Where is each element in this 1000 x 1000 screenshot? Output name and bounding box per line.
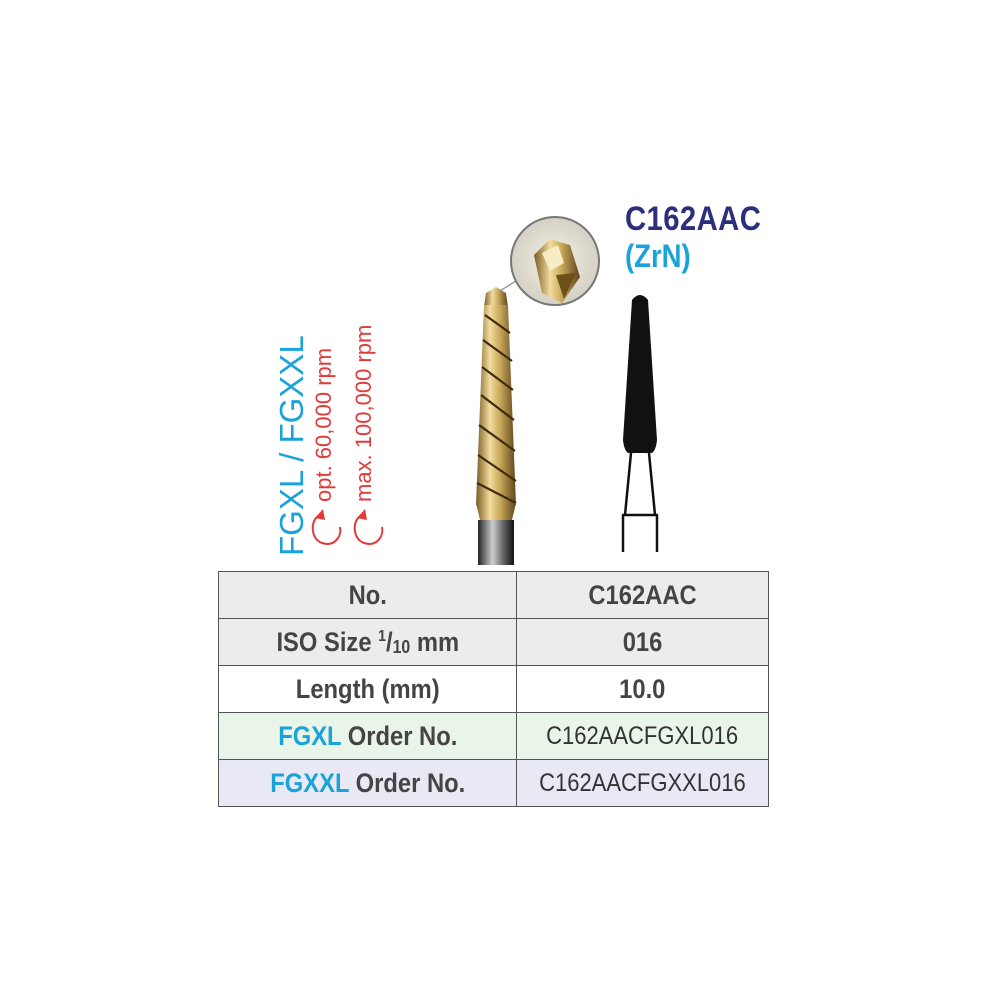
iso-label-cell: ISO Size 1/10 mm — [218, 618, 517, 666]
iso-value-cell: 016 — [516, 618, 769, 666]
iso-label-unit: mm — [409, 626, 459, 657]
no-value: C162AAC — [588, 579, 697, 610]
table-row: Length (mm) 10.0 — [218, 665, 769, 713]
fgxxl-order-label: Order No. — [348, 767, 465, 798]
length-label: Length (mm) — [295, 673, 440, 704]
coating-label: (ZrN) — [625, 238, 691, 274]
fgxl-label-cell: FGXL Order No. — [218, 712, 517, 760]
iso-value: 016 — [622, 626, 663, 657]
iso-label-slash: / — [385, 626, 393, 657]
iso-label-numerator: 1 — [377, 627, 386, 645]
rotation-arrow-icon — [353, 509, 384, 545]
bur-schematic-icon — [621, 295, 659, 552]
no-label: No. — [348, 579, 387, 610]
fgxl-value-cell: C162AACFGXL016 — [516, 712, 769, 760]
table-row: ISO Size 1/10 mm 016 — [218, 618, 769, 666]
no-value-cell: C162AAC — [516, 571, 769, 619]
optimal-speed-label: opt. 60,000 rpm — [311, 347, 336, 502]
gold-bur-illustration — [476, 216, 600, 565]
fgxxl-value-cell: C162AACFGXXL016 — [516, 759, 769, 807]
rotation-arrow-icon — [311, 509, 342, 545]
table-row: FGXL Order No. C162AACFGXL016 — [218, 712, 769, 760]
specification-table: No. C162AAC ISO Size 1/10 mm 016 Length … — [218, 571, 769, 807]
max-speed-label: max. 100,000 rpm — [351, 324, 376, 502]
table-row: No. C162AAC — [218, 571, 769, 619]
fgxl-prefix: FGXL — [277, 720, 341, 751]
iso-label-denominator: 10 — [392, 636, 410, 657]
length-value: 10.0 — [619, 673, 666, 704]
length-value-cell: 10.0 — [516, 665, 769, 713]
length-label-cell: Length (mm) — [218, 665, 517, 713]
fgxl-order-label: Order No. — [340, 720, 458, 751]
fgxxl-prefix: FGXXL — [270, 767, 349, 798]
iso-label: ISO Size — [276, 626, 378, 657]
product-code-title: C162AAC — [625, 200, 762, 238]
fgxxl-label-cell: FGXXL Order No. — [218, 759, 517, 807]
no-label-cell: No. — [218, 571, 517, 619]
fgxl-order-number: C162AACFGXL016 — [546, 721, 739, 750]
table-row: FGXXL Order No. C162AACFGXXL016 — [218, 759, 769, 807]
fgxxl-order-number: C162AACFGXXL016 — [539, 768, 746, 797]
